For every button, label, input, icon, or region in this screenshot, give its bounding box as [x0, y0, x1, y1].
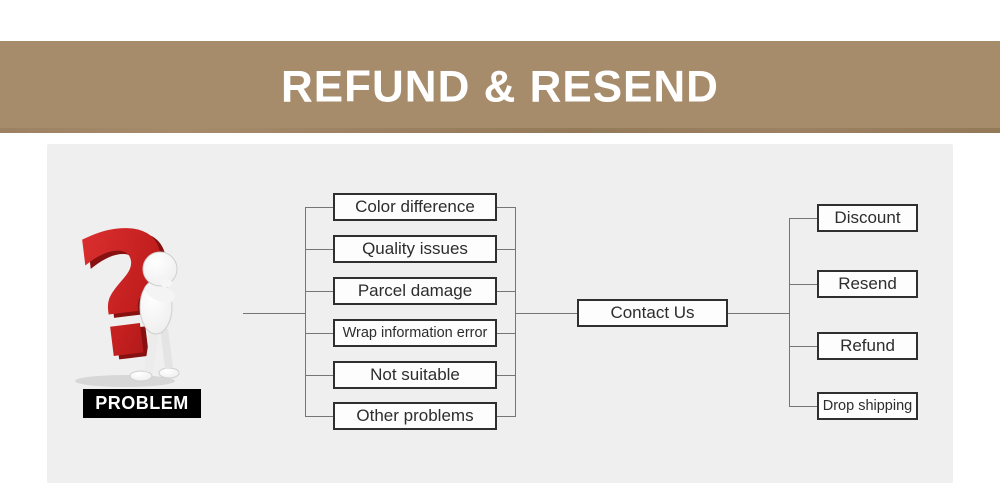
connector-line	[497, 375, 515, 376]
connector-line	[305, 416, 333, 417]
connector-line	[789, 346, 817, 347]
flow-box-other-problems: Other problems	[333, 402, 497, 430]
connector-line	[305, 207, 333, 208]
connector-line	[789, 406, 817, 407]
connector-line-hub-out	[728, 313, 789, 314]
connector-line	[497, 291, 515, 292]
connector-line	[497, 333, 515, 334]
flow-box-drop-shipping: Drop shipping	[817, 392, 918, 420]
flow-box-quality-issues: Quality issues	[333, 235, 497, 263]
flow-box-discount: Discount	[817, 204, 918, 232]
flow-box-refund: Refund	[817, 332, 918, 360]
banner-title: REFUND & RESEND	[281, 61, 719, 112]
connector-line	[305, 375, 333, 376]
banner-torn-edge	[0, 128, 1000, 133]
connector-line-right-vertical	[789, 218, 790, 407]
connector-line	[497, 249, 515, 250]
flow-box-parcel-damage: Parcel damage	[333, 277, 497, 305]
connector-line	[305, 291, 333, 292]
connector-line	[305, 249, 333, 250]
flow-box-resend: Resend	[817, 270, 918, 298]
connector-line	[789, 284, 817, 285]
question-mark-person-illustration: ? ?	[66, 192, 193, 404]
connector-line-mid-vertical	[515, 207, 516, 417]
flow-box-wrap-information-error: Wrap information error	[333, 319, 497, 347]
connector-line	[497, 207, 515, 208]
connector-line-figure	[243, 313, 305, 314]
connector-line	[789, 218, 817, 219]
flow-box-not-suitable: Not suitable	[333, 361, 497, 389]
person-figure	[129, 251, 180, 382]
connector-line-left-vertical	[305, 207, 306, 417]
flowchart-card: ? ? PROBLEM	[47, 144, 953, 483]
flow-box-color-difference: Color difference	[333, 193, 497, 221]
title-banner: REFUND & RESEND	[0, 41, 1000, 133]
question-figure: ? ?	[66, 192, 202, 404]
connector-line	[497, 416, 515, 417]
problem-label: PROBLEM	[83, 389, 201, 418]
flow-box-contact-us: Contact Us	[577, 299, 728, 327]
connector-line	[305, 333, 333, 334]
connector-line-hub-in	[515, 313, 577, 314]
